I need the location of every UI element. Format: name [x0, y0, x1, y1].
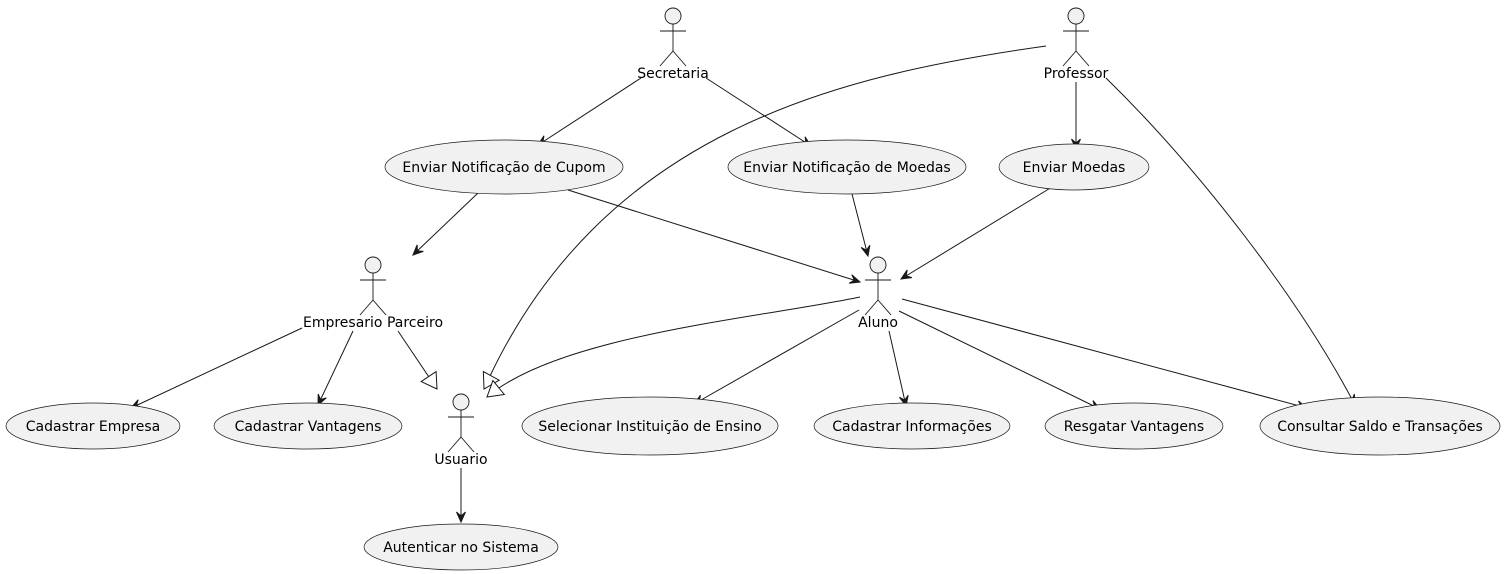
use-case-ellipse — [521, 396, 779, 456]
relation-line — [537, 77, 642, 146]
use-case-ellipse — [384, 139, 624, 195]
association-arrowhead — [317, 393, 327, 407]
use-case-ellipse — [998, 143, 1150, 191]
relation-empresario-to-uc_cad_empresa — [129, 327, 303, 409]
association-arrowhead — [412, 244, 424, 256]
use-case-ellipse — [727, 139, 967, 195]
relation-line — [900, 186, 1053, 280]
actor-usuario: Usuario — [434, 393, 488, 468]
association-arrowhead — [456, 511, 466, 524]
use-case-uc-sel-instituicao: Selecionar Instituição de Ensino — [521, 396, 779, 456]
use-case-ellipse — [813, 402, 1011, 450]
relation-line — [705, 77, 812, 147]
actor-icon — [1062, 7, 1090, 67]
relation-line — [483, 45, 1047, 390]
use-case-uc-cad-info: Cadastrar Informações — [813, 402, 1011, 450]
actor-label: Aluno — [858, 315, 898, 331]
relations-layer — [129, 45, 1356, 524]
relation-uc_notif_moedas-to-aluno — [851, 193, 871, 258]
use-case-uc-cad-vantagens: Cadastrar Vantagens — [213, 402, 403, 450]
actor-icon — [864, 256, 892, 316]
actor-aluno: Aluno — [858, 256, 898, 331]
actor-label: Secretaria — [637, 66, 709, 82]
relation-line — [898, 310, 1101, 410]
actor-label: Professor — [1044, 66, 1109, 82]
relation-aluno-to-uc_sel_instituicao — [692, 309, 860, 405]
actor-professor: Professor — [1044, 7, 1109, 82]
relation-uc_enviar_moedas-to-aluno — [899, 186, 1053, 280]
use-case-ellipse — [1044, 402, 1224, 450]
use-case-uc-resgatar: Resgatar Vantagens — [1044, 402, 1224, 450]
relation-professor-to-uc_enviar_moedas — [1071, 82, 1081, 151]
use-case-ellipse — [1259, 396, 1501, 456]
generalization-arrowhead — [420, 370, 438, 390]
use-case-uc-cupom: Enviar Notificação de Cupom — [384, 139, 624, 195]
nodes-layer: Enviar Notificação de Cupom Enviar Notifi… — [5, 7, 1501, 571]
relation-line — [412, 192, 479, 256]
use-case-label: Cadastrar Empresa — [26, 419, 160, 435]
use-case-ellipse — [5, 402, 181, 450]
association-arrowhead — [848, 274, 862, 284]
use-case-label: Enviar Notificação de Cupom — [402, 160, 605, 176]
use-case-label: Enviar Notificação de Moedas — [743, 160, 950, 176]
use-case-ellipse — [213, 402, 403, 450]
use-case-ellipse — [363, 523, 559, 571]
use-case-label: Cadastrar Informações — [832, 419, 992, 435]
use-case-label: Enviar Moedas — [1023, 160, 1126, 176]
relation-professor-to-uc_consultar — [1105, 77, 1356, 407]
relation-line — [851, 193, 869, 257]
actor-icon — [659, 7, 687, 67]
actor-label: Empresario Parceiro — [303, 315, 443, 331]
relation-empresario-to-usuario — [397, 330, 438, 390]
use-case-uc-consultar: Consultar Saldo e Transações — [1259, 396, 1501, 456]
relation-secretaria-to-uc_cupom — [536, 77, 642, 146]
association-arrowhead — [860, 244, 871, 258]
relation-line — [888, 330, 907, 407]
use-case-uc-enviar-moedas: Enviar Moedas — [998, 143, 1150, 191]
use-case-uc-notif-moedas: Enviar Notificação de Moedas — [727, 139, 967, 195]
relation-line — [901, 298, 1308, 409]
relation-uc_cupom-to-aluno — [567, 189, 862, 284]
use-case-label: Cadastrar Vantagens — [235, 419, 382, 435]
use-case-label: Resgatar Vantagens — [1064, 419, 1204, 435]
relation-usuario-to-uc_autenticar — [456, 468, 466, 524]
actor-empresario: Empresario Parceiro — [303, 256, 443, 331]
relation-aluno-to-usuario — [486, 296, 861, 398]
relation-line — [1105, 77, 1356, 406]
generalization-arrowhead — [486, 379, 506, 398]
actor-icon — [359, 256, 387, 316]
relation-empresario-to-uc_cad_vantagens — [317, 330, 354, 407]
use-case-uc-cad-empresa: Cadastrar Empresa — [5, 402, 181, 450]
use-case-label: Consultar Saldo e Transações — [1277, 419, 1483, 435]
use-case-label: Selecionar Instituição de Ensino — [538, 419, 761, 435]
relation-aluno-to-uc_consultar — [901, 298, 1309, 411]
use-case-label: Autenticar no Sistema — [383, 540, 539, 556]
actor-icon — [447, 393, 475, 453]
relation-line — [486, 296, 861, 398]
relation-uc_cupom-to-empresario — [412, 192, 479, 256]
actor-label: Usuario — [434, 452, 487, 468]
use-case-uc-autenticar: Autenticar no Sistema — [363, 523, 559, 571]
relation-line — [317, 330, 354, 406]
relation-line — [130, 327, 303, 409]
association-arrowhead — [899, 269, 913, 280]
relation-aluno-to-uc_cad_info — [888, 330, 909, 408]
relation-line — [567, 189, 861, 283]
relation-line — [693, 309, 860, 405]
actor-secretaria: Secretaria — [637, 7, 709, 82]
relation-professor-to-usuario — [482, 45, 1047, 390]
